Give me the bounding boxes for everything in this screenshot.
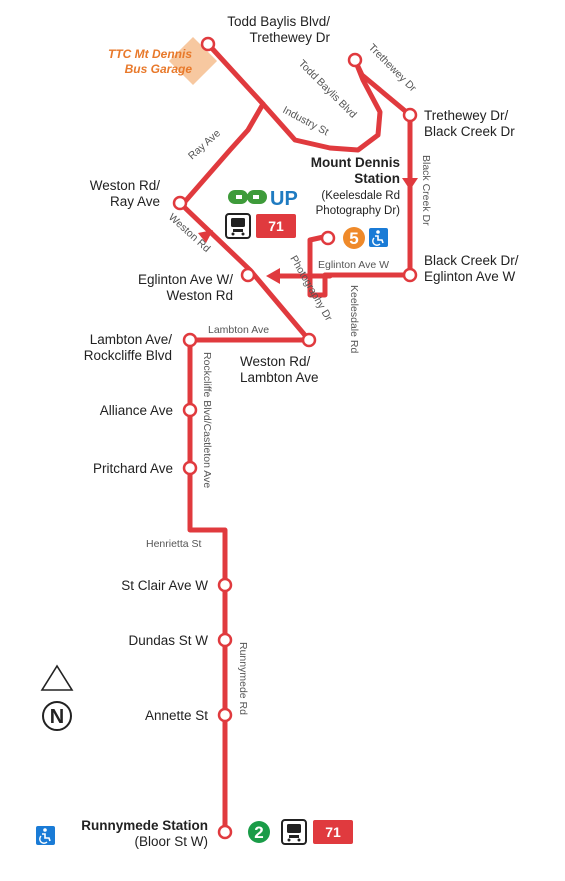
- stop-st-clair[interactable]: [217, 577, 233, 593]
- stop-label-pritchard: Pritchard Ave: [93, 461, 173, 476]
- stop-todd-baylis[interactable]: [200, 36, 216, 52]
- stop-trethewey-black-creek[interactable]: [402, 107, 418, 123]
- stop-circles: [172, 36, 418, 840]
- stop-runnymede[interactable]: [217, 824, 233, 840]
- up-express-logo: UP: [270, 188, 298, 210]
- stop-label-mount-dennis-1: Mount Dennis: [311, 155, 400, 170]
- route-71-badge-runnymede: 71: [313, 820, 353, 844]
- stop-eglinton-weston[interactable]: [240, 267, 256, 283]
- stop-black-creek-eglinton[interactable]: [402, 267, 418, 283]
- stop-label-weston-lambton-1: Weston Rd/: [240, 354, 311, 369]
- stop-label-trethewey-black-creek-2: Black Creek Dr: [424, 124, 515, 139]
- svg-text:71: 71: [268, 218, 284, 234]
- street-label-rockcliffe-castleton: Rockcliffe Blvd/Castleton Ave: [201, 352, 213, 488]
- wheelchair-icon-runnymede: [36, 826, 55, 845]
- stop-label-black-creek-eglinton-2: Eglinton Ave W: [424, 269, 516, 284]
- street-label-eglinton: Eglinton Ave W: [318, 259, 389, 271]
- stop-annette[interactable]: [217, 707, 233, 723]
- stop-label-lambton-rockcliffe-1: Lambton Ave/: [90, 332, 173, 347]
- stop-todd-baylis-trethewey[interactable]: [347, 52, 363, 68]
- svg-text:71: 71: [325, 824, 341, 840]
- stop-label-eglinton-weston-1: Eglinton Ave W/: [138, 272, 233, 287]
- stop-weston-ray[interactable]: [172, 195, 188, 211]
- stop-label-runnymede-2: (Bloor St W): [134, 834, 208, 849]
- street-label-runnymede-rd: Runnymede Rd: [237, 642, 249, 715]
- stop-label-mount-dennis-4: Photography Dr): [316, 205, 401, 217]
- stop-label-annette: Annette St: [145, 708, 208, 723]
- go-transit-logo: [228, 190, 267, 204]
- bus-icon-runnymede: [281, 819, 307, 845]
- svg-text:2: 2: [254, 823, 263, 842]
- stop-label-black-creek-eglinton-1: Black Creek Dr/: [424, 253, 519, 268]
- route-71-badge: 71: [256, 214, 296, 238]
- stop-label-weston-ray-1: Weston Rd/: [90, 178, 161, 193]
- stop-label-weston-ray-2: Ray Ave: [110, 194, 160, 209]
- north-arrow-icon: N: [40, 664, 74, 731]
- stop-lambton-rockcliffe[interactable]: [182, 332, 198, 348]
- stop-label-trethewey-black-creek-1: Trethewey Dr/: [424, 108, 509, 123]
- wheelchair-icon: [369, 228, 388, 247]
- stop-label-st-clair: St Clair Ave W: [121, 578, 208, 593]
- stop-weston-lambton[interactable]: [301, 332, 317, 348]
- svg-text:5: 5: [349, 229, 358, 248]
- stop-alliance[interactable]: [182, 402, 198, 418]
- stop-label-mount-dennis-3: (Keelesdale Rd: [321, 190, 400, 202]
- street-label-keelesdale: Keelesdale Rd: [348, 285, 360, 353]
- stop-label-weston-lambton-2: Lambton Ave: [240, 370, 319, 385]
- bus-icon: [225, 213, 251, 239]
- stop-label-alliance: Alliance Ave: [100, 403, 173, 418]
- svg-text:N: N: [50, 706, 64, 728]
- direction-arrow-northwest: [198, 230, 213, 243]
- street-label-ray-ave: Ray Ave: [186, 127, 223, 162]
- direction-arrow-west: [266, 268, 280, 284]
- street-label-black-creek: Black Creek Dr: [420, 155, 432, 226]
- garage-label-line2: Bus Garage: [125, 62, 193, 76]
- stop-dundas[interactable]: [217, 632, 233, 648]
- line-2-badge: 2: [248, 821, 270, 843]
- garage-label-line1: TTC Mt Dennis: [108, 47, 192, 61]
- stop-label-todd-baylis-2: Trethewey Dr: [249, 30, 330, 45]
- line-5-badge: 5: [343, 227, 365, 249]
- stop-mount-dennis[interactable]: [320, 230, 336, 246]
- street-label-henrietta: Henrietta St: [146, 538, 202, 550]
- street-label-todd-baylis: Todd Baylis Blvd: [296, 58, 359, 121]
- stop-label-dundas: Dundas St W: [128, 633, 208, 648]
- stop-label-mount-dennis-2: Station: [354, 171, 400, 186]
- street-label-lambton: Lambton Ave: [208, 324, 269, 336]
- stop-label-runnymede-1: Runnymede Station: [81, 818, 208, 833]
- stop-label-todd-baylis-1: Todd Baylis Blvd/: [227, 14, 330, 29]
- direction-arrow-south: [402, 178, 418, 190]
- stop-label-lambton-rockcliffe-2: Rockcliffe Blvd: [84, 348, 172, 363]
- stop-label-eglinton-weston-2: Weston Rd: [166, 288, 233, 303]
- stop-pritchard[interactable]: [182, 460, 198, 476]
